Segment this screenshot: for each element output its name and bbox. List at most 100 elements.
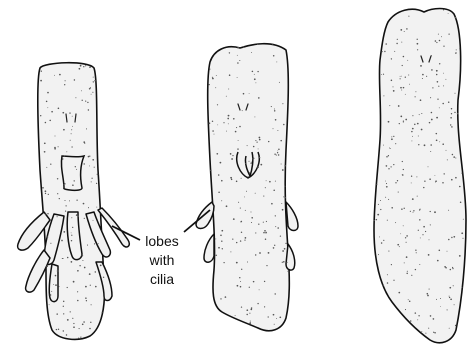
stipple-dot	[431, 69, 433, 71]
stipple-dot	[457, 113, 459, 115]
stipple-dot	[85, 65, 86, 66]
stipple-dot	[251, 212, 252, 213]
stipple-dot	[215, 238, 216, 239]
stipple-dot	[451, 179, 453, 181]
stipple-dot	[240, 208, 241, 209]
stipple-dot	[56, 329, 57, 330]
stipple-dot	[449, 297, 450, 298]
stipple-dot	[462, 238, 463, 239]
stipple-dot	[442, 143, 444, 145]
stipple-dot	[402, 65, 403, 66]
stipple-dot	[393, 280, 394, 281]
stipple-dot	[50, 243, 51, 244]
stipple-dot	[45, 193, 46, 194]
stipple-dot	[423, 226, 425, 228]
stipple-dot	[236, 242, 237, 243]
stipple-dot	[251, 52, 252, 53]
stipple-dot	[439, 107, 440, 108]
stipple-dot	[216, 255, 217, 256]
stipple-dot	[448, 210, 449, 211]
stipple-dot	[59, 198, 60, 199]
stipple-dot	[425, 231, 426, 232]
stipple-dot	[250, 320, 251, 321]
stipple-dot	[450, 117, 452, 119]
stipple-dot	[72, 116, 73, 117]
stipple-dot	[81, 90, 82, 91]
stipple-dot	[442, 103, 444, 105]
stipple-dot	[63, 184, 64, 185]
stipple-dot	[404, 262, 405, 263]
stipple-dot	[241, 221, 242, 222]
stipple-dot	[432, 87, 433, 88]
stipple-dot	[282, 103, 283, 104]
stipple-dot	[250, 309, 252, 311]
stipple-dot	[77, 270, 79, 272]
stipple-dot	[446, 150, 447, 151]
stipple-dot	[257, 71, 258, 72]
stipple-dot	[72, 227, 73, 228]
stipple-dot	[58, 286, 59, 287]
stipple-dot	[64, 84, 65, 85]
stipple-dot	[236, 262, 238, 264]
stipple-dot	[274, 110, 275, 111]
stipple-dot	[281, 203, 282, 204]
stipple-dot	[78, 338, 79, 339]
stipple-dot	[435, 40, 437, 42]
stipple-dot	[406, 242, 407, 243]
stipple-dot	[246, 314, 247, 315]
stipple-dot	[376, 184, 377, 185]
stipple-dot	[459, 186, 461, 188]
stipple-dot	[76, 169, 77, 170]
stipple-dot	[84, 267, 86, 269]
stipple-dot	[417, 123, 419, 125]
stipple-dot	[257, 166, 259, 168]
stipple-dot	[463, 219, 464, 220]
specimen-left-body	[38, 63, 105, 340]
stipple-dot	[220, 235, 222, 237]
stipple-dot	[281, 164, 282, 165]
stipple-dot	[258, 148, 259, 149]
stipple-dot	[242, 110, 243, 111]
stipple-dot	[249, 323, 251, 325]
stipple-dot	[417, 196, 418, 197]
stipple-dot	[411, 176, 412, 177]
stipple-dot	[385, 181, 386, 182]
stipple-dot	[400, 233, 401, 234]
stipple-dot	[89, 155, 90, 156]
stipple-dot	[102, 312, 103, 313]
stipple-dot	[88, 156, 90, 158]
stipple-dot	[47, 92, 49, 94]
stipple-dot	[232, 155, 233, 156]
stipple-dot	[409, 300, 411, 302]
stipple-dot	[236, 127, 237, 128]
stipple-dot	[417, 319, 418, 320]
stipple-dot	[422, 234, 423, 235]
stipple-dot	[437, 260, 439, 262]
stipple-dot	[386, 165, 388, 167]
stipple-dot	[442, 182, 444, 184]
stipple-dot	[253, 281, 255, 283]
stipple-dot	[398, 292, 400, 294]
stipple-dot	[272, 44, 273, 45]
stipple-dot	[55, 275, 57, 277]
stipple-dot	[277, 227, 279, 229]
stipple-dot	[83, 203, 85, 205]
lobes-label-line: cilia	[132, 270, 192, 289]
stipple-dot	[461, 232, 463, 234]
stipple-dot	[462, 287, 463, 288]
stipple-dot	[238, 140, 239, 141]
stipple-dot	[91, 94, 92, 95]
stipple-dot	[274, 324, 275, 325]
stipple-dot	[45, 190, 47, 192]
stipple-dot	[77, 300, 79, 302]
stipple-dot	[383, 95, 384, 96]
stipple-dot	[265, 187, 266, 188]
stipple-dot	[425, 333, 426, 334]
stipple-dot	[221, 230, 223, 232]
stipple-dot	[209, 84, 210, 85]
stipple-dot	[58, 329, 59, 330]
stipple-dot	[246, 309, 248, 311]
stipple-dot	[244, 240, 245, 241]
stipple-dot	[453, 156, 455, 158]
stipple-dot	[246, 191, 247, 192]
